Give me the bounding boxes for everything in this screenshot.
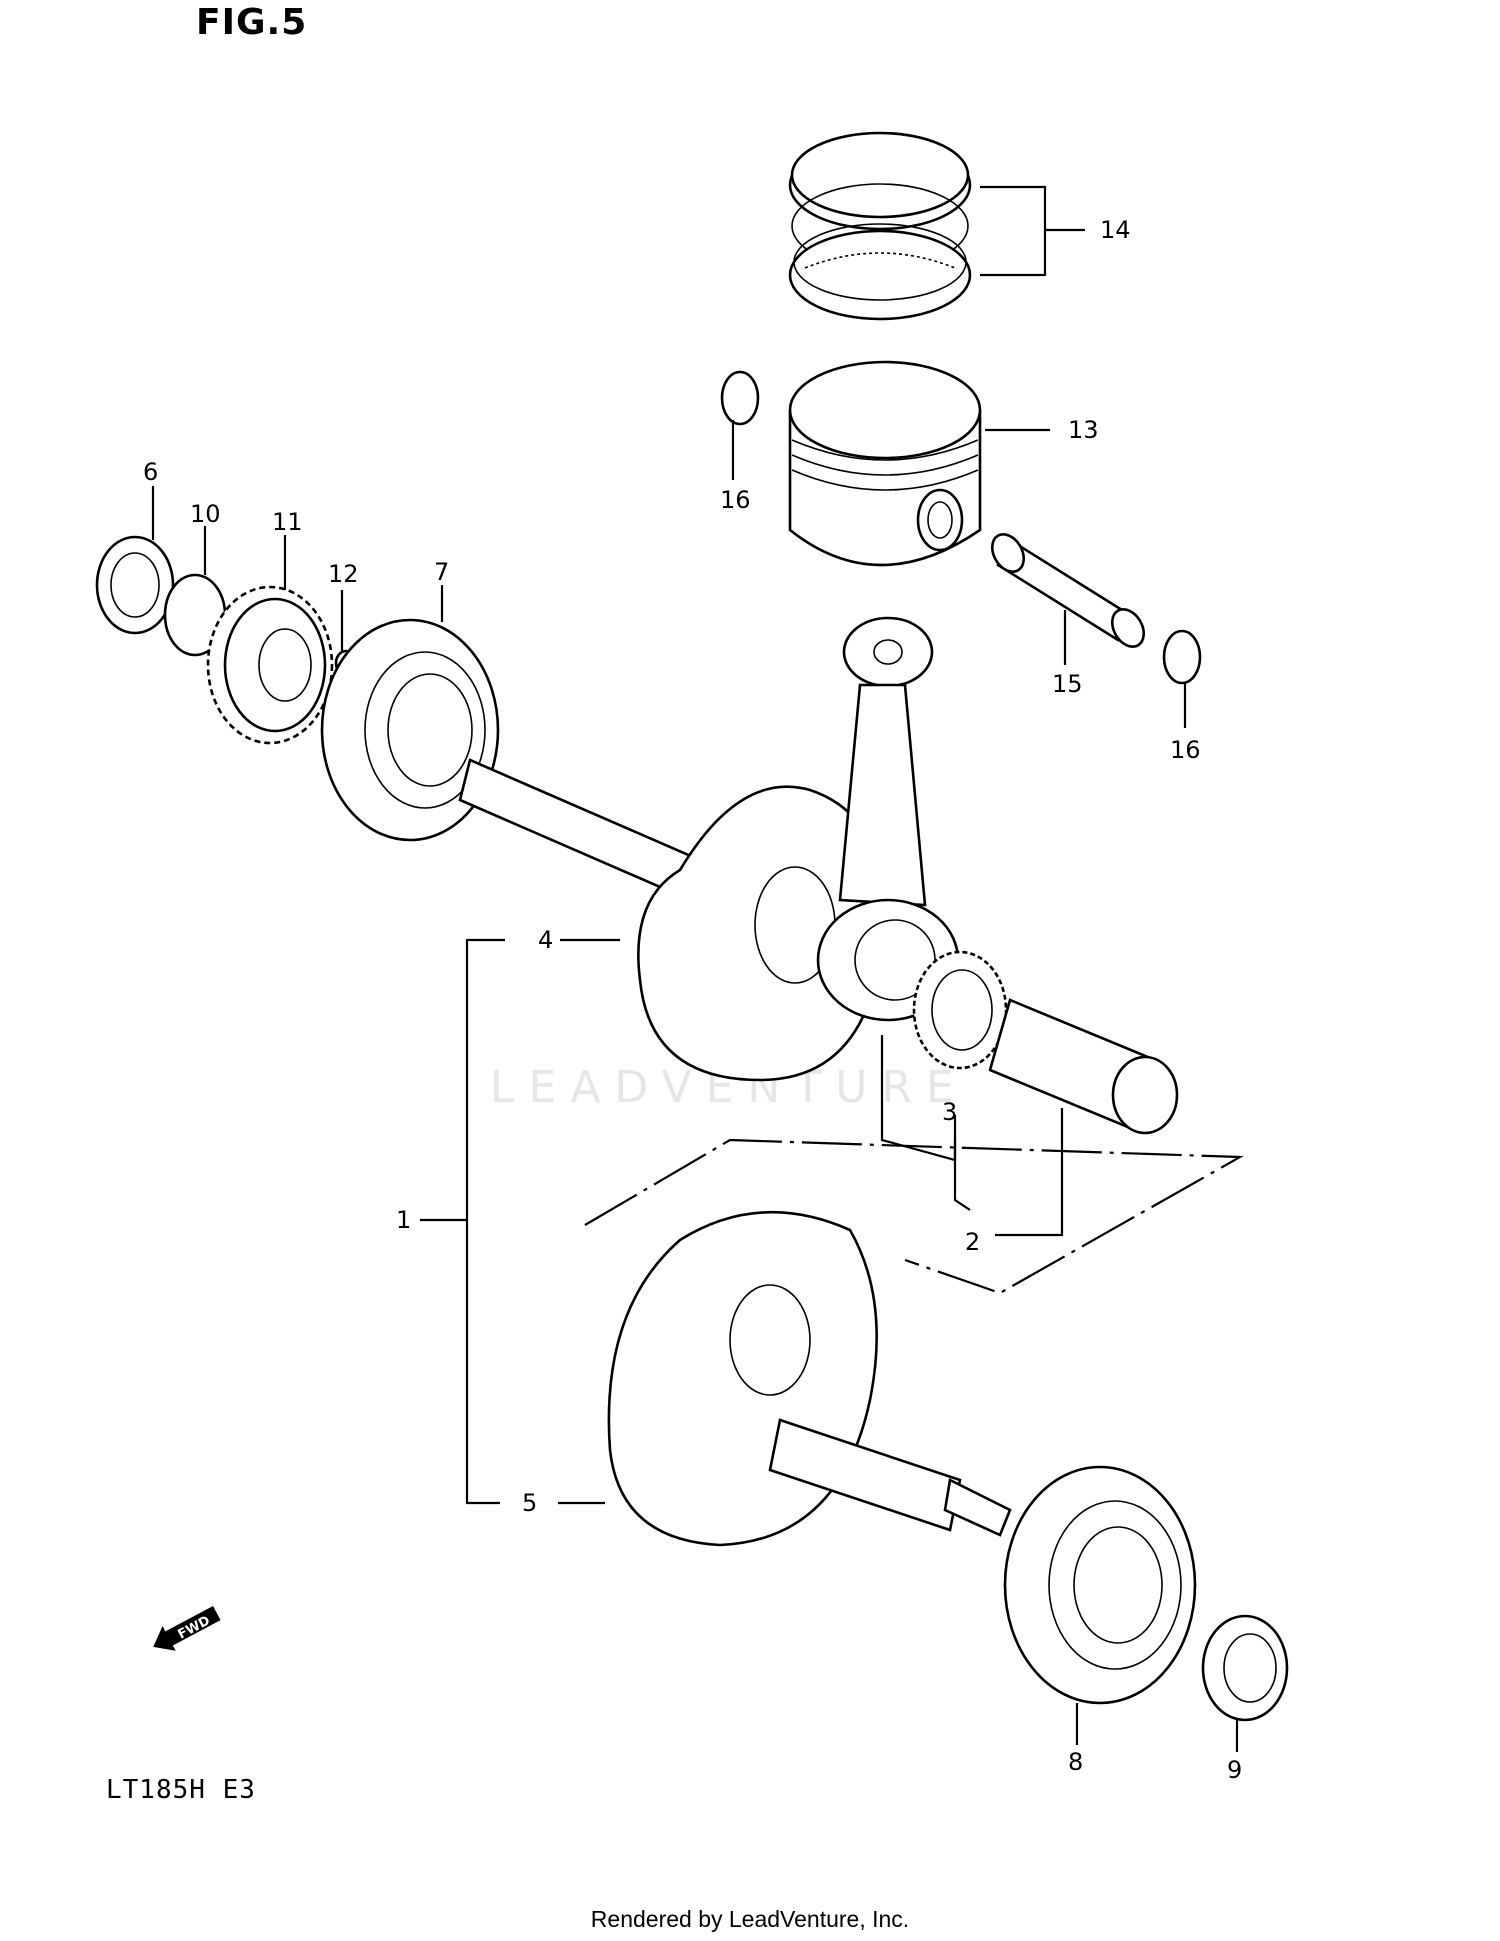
callout-9[interactable]: 9 — [1227, 1756, 1242, 1784]
callout-2[interactable]: 2 — [965, 1228, 980, 1256]
callout-10[interactable]: 10 — [190, 500, 221, 528]
callout-15[interactable]: 15 — [1052, 670, 1083, 698]
model-code: LT185H E3 — [106, 1775, 256, 1805]
piston-pin-circlip-lower[interactable] — [1162, 629, 1202, 685]
callout-13[interactable]: 13 — [1068, 416, 1099, 444]
piston[interactable] — [788, 360, 982, 567]
callout-7[interactable]: 7 — [434, 558, 449, 586]
callout-6[interactable]: 6 — [143, 458, 158, 486]
callout-12[interactable]: 12 — [328, 560, 359, 588]
piston-rings[interactable] — [788, 131, 972, 321]
callout-labels: 1 2 3 4 5 6 7 8 9 10 11 12 13 14 15 16 1… — [143, 216, 1242, 1784]
main-bearing-right[interactable] — [1003, 1465, 1197, 1705]
oil-seal-right[interactable] — [1201, 1614, 1289, 1722]
needle-bearing[interactable] — [912, 950, 1008, 1070]
callout-3[interactable]: 3 — [942, 1098, 957, 1126]
callout-8[interactable]: 8 — [1068, 1748, 1083, 1776]
oil-seal-left[interactable] — [95, 535, 175, 635]
callout-5[interactable]: 5 — [522, 1489, 537, 1517]
callout-16-upper[interactable]: 16 — [720, 486, 751, 514]
piston-pin[interactable] — [986, 529, 1150, 653]
crank-gear[interactable] — [206, 585, 334, 745]
crank-right[interactable] — [458, 758, 885, 1082]
main-bearing-left[interactable] — [320, 618, 500, 842]
piston-pin-circlip-upper[interactable] — [720, 370, 760, 426]
callout-1[interactable]: 1 — [396, 1206, 411, 1234]
callout-11[interactable]: 11 — [272, 508, 303, 536]
leader-lines — [151, 185, 1244, 1752]
crank-pin[interactable] — [988, 998, 1179, 1135]
fwd-arrow-icon: FWD — [153, 1606, 221, 1651]
callout-14[interactable]: 14 — [1100, 216, 1131, 244]
callout-16-lower[interactable]: 16 — [1170, 736, 1201, 764]
callout-4[interactable]: 4 — [538, 926, 553, 954]
figure-title: FIG.5 — [196, 2, 308, 43]
crank-left[interactable] — [607, 1210, 1012, 1547]
footer-credit: Rendered by LeadVenture, Inc. — [590, 1906, 910, 1932]
